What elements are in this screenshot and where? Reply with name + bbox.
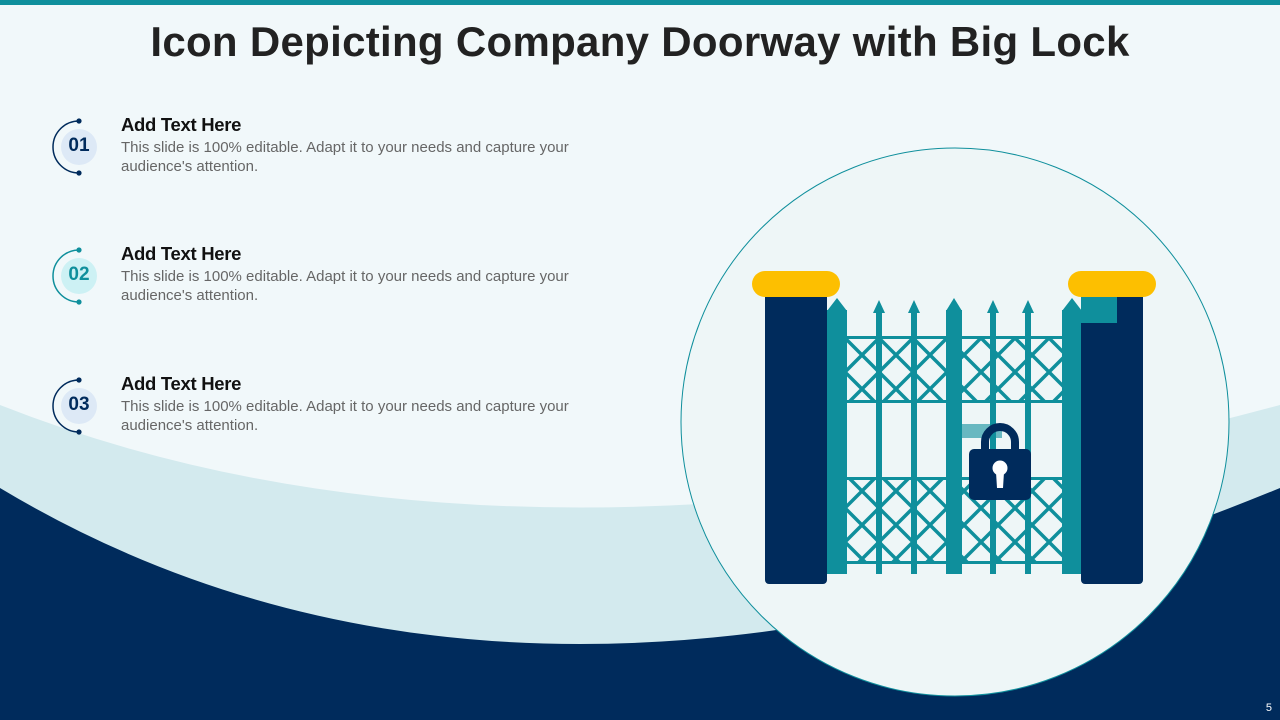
top-accent-bar [0,0,1280,5]
page-number: 5 [1265,702,1272,714]
list-item-1: 01 Add Text Here This slide is 100% edit… [50,114,610,188]
item-description-3: This slide is 100% editable. Adapt it to… [121,398,569,434]
number-marker-2 [52,247,97,305]
list-item-3: 03 Add Text Here This slide is 100% edit… [50,373,610,447]
item-description-2: This slide is 100% editable. Adapt it to… [121,268,569,304]
number-marker-1 [52,118,97,176]
item-number-3: 03 [68,394,90,415]
item-heading-3: Add Text Here [121,373,242,394]
item-number-1: 01 [68,135,90,156]
item-heading-2: Add Text Here [121,243,242,264]
list-item-2: 02 Add Text Here This slide is 100% edit… [50,243,610,317]
number-marker-3 [52,377,97,435]
item-number-2: 02 [68,264,90,285]
item-description-1: This slide is 100% editable. Adapt it to… [121,139,569,175]
slide-title: Icon Depicting Company Doorway with Big … [150,18,1130,65]
item-heading-1: Add Text Here [121,114,242,135]
